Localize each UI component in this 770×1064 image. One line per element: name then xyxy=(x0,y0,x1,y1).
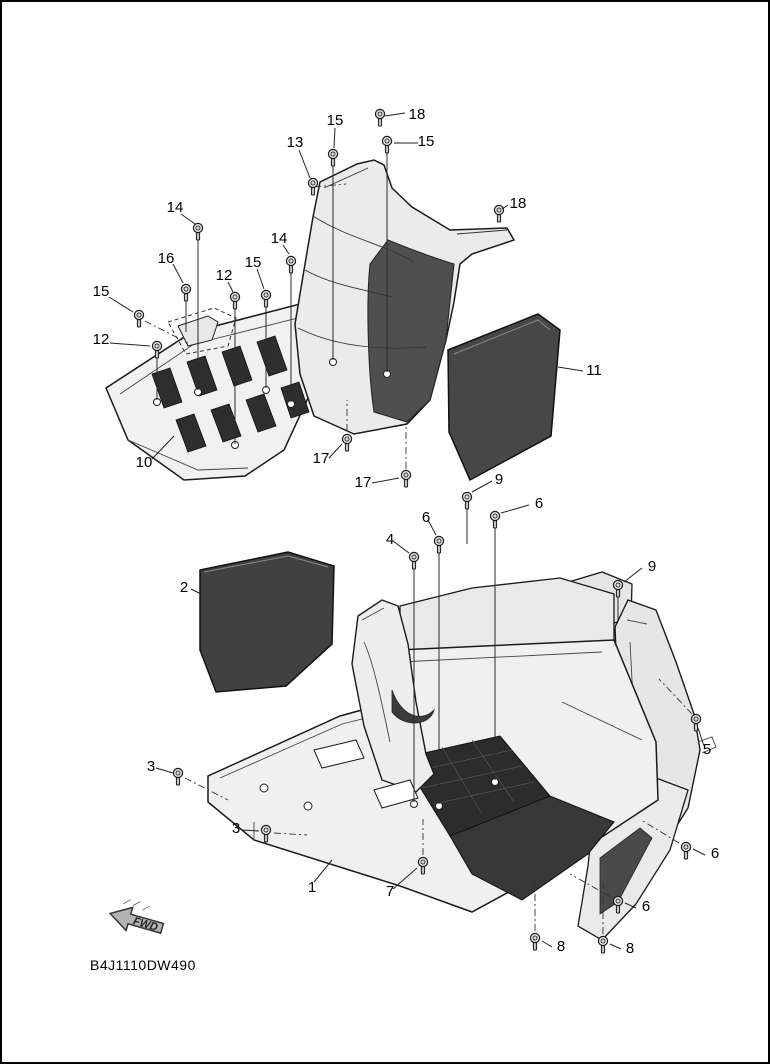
callout-6: 6 xyxy=(642,898,650,915)
fwd-arrow: FWD xyxy=(108,899,165,935)
bolt-icon xyxy=(400,469,412,488)
callout-14: 14 xyxy=(271,230,288,247)
bolt-icon xyxy=(433,535,445,554)
callout-6: 6 xyxy=(422,509,430,526)
bolt-icon xyxy=(461,491,473,510)
callout-12: 12 xyxy=(93,331,110,348)
callout-15: 15 xyxy=(245,254,262,271)
callout-7: 7 xyxy=(386,883,394,900)
callout-6: 6 xyxy=(535,495,543,512)
part-13-detail-lines xyxy=(297,167,508,349)
part-11-edge-highlight xyxy=(453,319,551,355)
callout-9: 9 xyxy=(495,471,503,488)
callout-1: 1 xyxy=(308,879,316,896)
callout-4: 4 xyxy=(386,531,394,548)
callout-14: 14 xyxy=(167,199,184,216)
floor-mat-grid xyxy=(411,739,535,815)
bottom-assembly: 9 6 6 4 9 2 5 3 3 1 7 6 6 8 8 xyxy=(147,471,719,957)
callout-10: 10 xyxy=(136,454,153,471)
bolt-icon xyxy=(285,255,297,274)
top-alignment-lines xyxy=(144,183,407,469)
fwd-arrow-label: FWD xyxy=(132,915,159,933)
lower-console-detail xyxy=(361,607,391,743)
floor-cutouts xyxy=(313,739,419,809)
fwd-arrow-shape xyxy=(108,906,165,935)
callout-15: 15 xyxy=(327,112,344,129)
bolt-icon xyxy=(180,283,192,302)
callout-15: 15 xyxy=(418,133,435,150)
bolt-icon xyxy=(133,309,145,328)
bolt-icon xyxy=(341,433,353,452)
callout-18: 18 xyxy=(409,106,426,123)
callout-6: 6 xyxy=(711,845,719,862)
callout-8: 8 xyxy=(557,938,565,955)
bolt-icon xyxy=(489,510,501,529)
bolt-icon xyxy=(307,177,319,196)
part-13-dark-face xyxy=(367,239,455,423)
callout-16: 16 xyxy=(158,250,175,267)
top-leader-lines xyxy=(108,112,584,484)
bottom-bolt-holes xyxy=(259,778,499,811)
bolt-icon xyxy=(229,291,241,310)
callout-3: 3 xyxy=(232,820,240,837)
floor-dark-wedge xyxy=(449,795,615,901)
bolt-icon xyxy=(327,148,339,167)
callout-5: 5 xyxy=(703,741,711,758)
callout-3: 3 xyxy=(147,758,155,775)
bolt-icon xyxy=(680,841,692,860)
callout-17: 17 xyxy=(355,474,372,491)
callout-9: 9 xyxy=(648,558,656,575)
bolt-icon xyxy=(192,222,204,241)
bolt-icon xyxy=(172,767,184,786)
bolt-icon xyxy=(597,935,609,954)
fwd-arrow-hatch xyxy=(123,899,150,911)
part-11-side-panel xyxy=(447,313,561,482)
lower-right-dark-band xyxy=(599,827,653,915)
callout-12: 12 xyxy=(216,267,233,284)
top-assembly: 18 15 13 15 18 14 14 16 15 12 15 12 11 1… xyxy=(93,106,602,491)
flange-dashed-outline xyxy=(167,307,237,355)
callout-18: 18 xyxy=(510,195,527,212)
bolt-icon xyxy=(408,551,420,570)
callout-2: 2 xyxy=(180,579,188,596)
bottom-alignment-lines xyxy=(184,678,693,934)
part-2-side-panel xyxy=(199,551,335,693)
top-bolt-stems xyxy=(156,149,388,444)
lower-console-curl xyxy=(391,689,435,724)
bottom-bolt-stems xyxy=(413,507,619,804)
bolt-icon xyxy=(260,289,272,308)
floor-rim-lines xyxy=(219,651,643,840)
bolt-icon xyxy=(529,932,541,951)
callout-11: 11 xyxy=(586,362,602,379)
drawing-code: B4J1110DW490 xyxy=(90,957,196,973)
bolt-icon xyxy=(493,204,505,223)
bolt-icon xyxy=(374,108,386,127)
part-10-vent-slats xyxy=(151,335,310,453)
callout-8: 8 xyxy=(626,940,634,957)
bolt-icon xyxy=(381,135,393,154)
bottom-leader-lines xyxy=(155,480,706,950)
part-2-edge-highlight xyxy=(203,555,329,573)
callout-17: 17 xyxy=(313,450,330,467)
callout-15: 15 xyxy=(93,283,110,300)
callout-13: 13 xyxy=(287,134,304,151)
